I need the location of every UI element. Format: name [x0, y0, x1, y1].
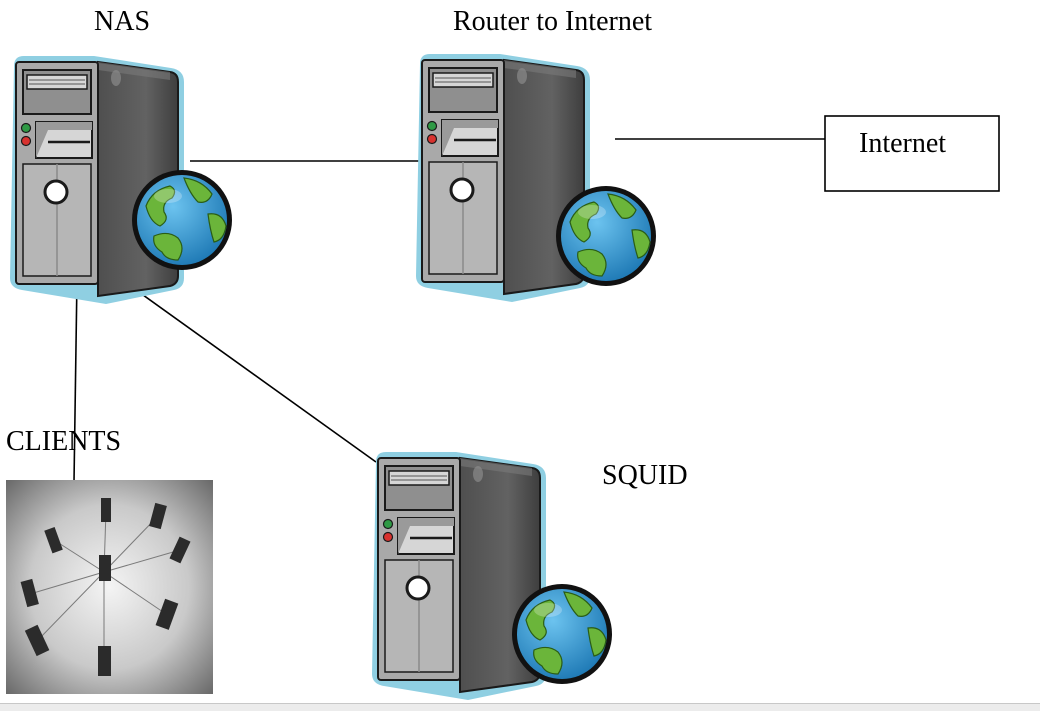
squid-server-icon	[370, 450, 548, 702]
clients-label: CLIENTS	[6, 426, 122, 457]
clients-network-icon	[6, 480, 213, 694]
squid-globe-icon	[511, 583, 613, 685]
link-nas-clients	[73, 277, 78, 483]
window-bottom-edge	[0, 703, 1040, 711]
internet-box	[824, 115, 1000, 192]
nas-label: NAS	[94, 6, 151, 37]
internet-label: Internet	[859, 128, 947, 159]
router-globe-icon	[555, 185, 657, 287]
squid-label: SQUID	[602, 460, 688, 491]
router-label: Router to Internet	[453, 6, 653, 37]
connectors	[73, 138, 825, 483]
link-nas-squid	[117, 276, 377, 463]
router-server-icon	[414, 52, 592, 304]
nas-globe-icon	[131, 169, 233, 271]
